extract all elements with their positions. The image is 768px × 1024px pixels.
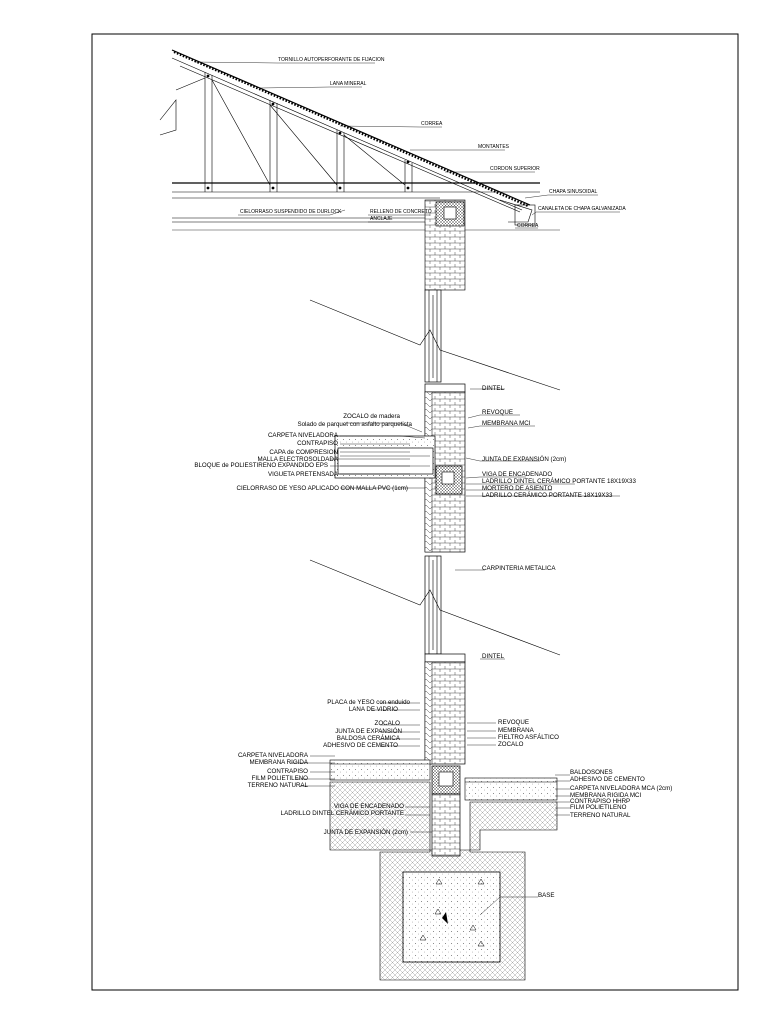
label-membrana-2: MEMBRANA — [498, 727, 535, 734]
label-terreno-natural-2: TERRENO NATURAL — [570, 812, 631, 819]
label-cielorraso-durlock: CIELORRASO SUSPENDIDO DE DURLOCK — [240, 209, 342, 215]
label-bloque-eps: BLOQUE de POLIESTIRENO EXPANDIDO EPS — [194, 462, 328, 469]
label-lana-vidrio: LANA DE VIDRIO — [349, 706, 398, 713]
mid-left-labels: ZOCALO de madera Solado de parquet con a… — [194, 413, 412, 492]
label-tornillo: TORNILLO AUTOPERFORANTE DE FIJACION — [278, 57, 385, 63]
label-viga-encadenado-1: VIGA DE ENCADENADO — [482, 471, 552, 478]
roof-truss — [159, 49, 560, 291]
label-carpinteria-metalica: CARPINTERIA METALICA — [482, 565, 556, 572]
label-revoque-2: REVOQUE — [498, 719, 529, 726]
label-baldosa-ceramica: BALDOSA CERÁMICA — [337, 735, 401, 742]
label-mortero-asiento: MORTERO DE ASIENTO — [482, 485, 552, 492]
label-relleno-concreto: RELLENO DE CONCRETO — [370, 209, 432, 215]
label-solado-parquet: Solado de parquet con asfalto parquetist… — [297, 421, 412, 428]
foundation-section — [329, 661, 558, 981]
label-placa-yeso: PLACA de YESO con enduido — [327, 699, 410, 706]
label-membrana-rigida-mci: MEMBRANA RIGIDA MCI — [570, 792, 641, 799]
label-carpeta-niveladora-mca: CARPETA NIVELADORA MCA (2cm) — [570, 785, 672, 792]
label-carpeta-niveladora: CARPETA NIVELADORA — [268, 432, 339, 439]
label-contrapiso-hhrp: CONTRAPISO HHRP — [570, 798, 630, 805]
label-membrana-mci: MEMBRANA MCI — [482, 420, 531, 427]
label-contrapiso: CONTRAPISO — [297, 440, 338, 447]
label-capa-compresion: CAPA de COMPRESION — [269, 449, 338, 456]
label-junta-expansion-3: JUNTA DE EXPANSIÓN (2cm) — [324, 829, 408, 836]
label-adhesivo-cemento-2: ADHESIVO DE CEMENTO — [570, 776, 645, 783]
label-vigueta: VIGUETA PRETENSADA — [268, 471, 339, 478]
label-dintel-1: DINTEL — [482, 385, 505, 392]
label-cordon-superior: CORDON SUPERIOR — [490, 166, 540, 172]
label-baldosones: BALDOSONES — [570, 769, 613, 776]
label-viga-encadenado-2: VIGA DE ENCADENADO — [334, 803, 404, 810]
label-junta-expansion-1: JUNTA DE EXPANSIÓN (2cm) — [482, 456, 566, 463]
label-montantes: MONTANTES — [478, 144, 510, 150]
low-right-labels: REVOQUE MEMBRANA FIELTRO ASFÁLTICO ZOCAL… — [498, 719, 672, 899]
label-correa-2: CORREA — [517, 223, 539, 229]
label-junta-expansion-2: JUNTA DE EXPANSIÓN — [335, 728, 402, 735]
label-ladrillo-dintel-2: LADRILLO DINTEL CERÁMICO PORTANTE — [281, 810, 404, 817]
label-film-polietileno-1: FILM POLIETILENO — [252, 775, 309, 782]
label-ladrillo-ceramico: LADRILLO CERÁMICO PORTANTE 18X19X33 — [482, 492, 613, 499]
mid-right-labels: DINTEL REVOQUE MEMBRANA MCI JUNTA DE EXP… — [482, 385, 636, 660]
label-contrapiso-2: CONTRAPISO — [267, 768, 308, 775]
leader-lines — [194, 61, 620, 916]
label-canaleta: CANALETA DE CHAPA GALVANIZADA — [538, 206, 626, 212]
label-film-polietileno-2: FILM POLIETILENO — [570, 804, 627, 811]
label-fieltro-asfaltico: FIELTRO ASFÁLTICO — [498, 734, 559, 741]
label-base: BASE — [538, 892, 555, 899]
label-terreno-natural-1: TERRENO NATURAL — [248, 782, 309, 789]
label-zocalo-1: ZOCALO — [375, 720, 401, 727]
label-malla-electrosoldada: MALLA ELECTROSOLDADA — [258, 456, 339, 463]
label-cielorraso-yeso: CIELORRASO DE YESO APLICADO CON MALLA PV… — [237, 485, 408, 492]
label-anclaje: ANCLAJE — [370, 216, 393, 222]
sheet-border — [91, 33, 739, 991]
label-zocalo-2: ZOCALO — [498, 741, 524, 748]
label-carpeta-niveladora-2: CARPETA NIVELADORA — [238, 752, 309, 759]
low-left-labels: PLACA de YESO con enduido LANA DE VIDRIO… — [238, 699, 411, 836]
roof-labels: TORNILLO AUTOPERFORANTE DE FIJACION LANA… — [240, 57, 626, 229]
label-adhesivo-cemento-1: ADHESIVO DE CEMENTO — [323, 742, 398, 749]
label-membrana-rigida: MEMBRANA RIGIDA — [250, 759, 309, 766]
label-lana-mineral: LANA MINERAL — [330, 81, 367, 87]
label-ladrillo-dintel-1: LADRILLO DINTEL CERÁMICO PORTANTE 18X19X… — [482, 478, 636, 485]
label-dintel-2: DINTEL — [482, 653, 505, 660]
label-correa-1: CORREA — [421, 121, 443, 127]
label-revoque-1: REVOQUE — [482, 409, 513, 416]
label-zocalo-madera: ZOCALO de madera — [343, 413, 400, 420]
label-chapa-sinusoidal: CHAPA SINUSOIDAL — [549, 189, 597, 195]
